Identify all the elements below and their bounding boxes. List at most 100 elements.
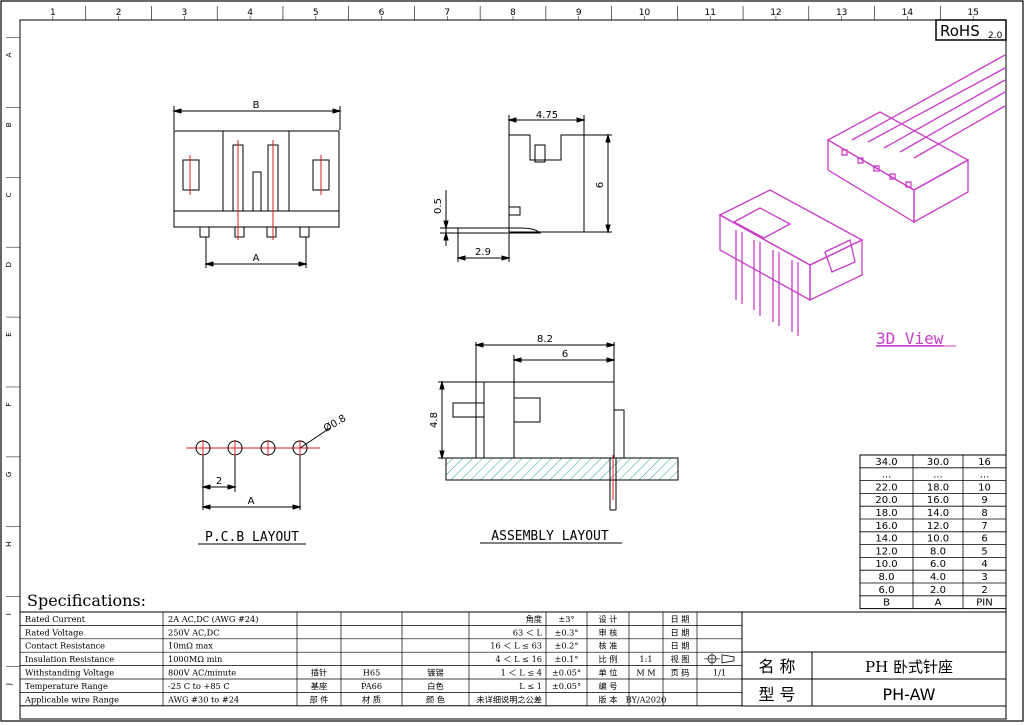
pin-table-cell: 16.0 bbox=[875, 521, 897, 532]
spec-cell: 250V AC,DC bbox=[168, 627, 219, 637]
grid-row-label: F bbox=[5, 402, 13, 406]
specs-title: Specifications: bbox=[27, 591, 146, 610]
pin-table-cell: 12.0 bbox=[927, 521, 949, 532]
pin-table-cell: 6 bbox=[981, 534, 987, 545]
view-3d-label: 3D View bbox=[876, 329, 944, 348]
rohs-text: RoHS bbox=[940, 22, 980, 40]
rohs-version: 2.0 bbox=[988, 31, 1003, 41]
grid-row-label: B bbox=[5, 122, 13, 127]
pin-table-cell: 14.0 bbox=[927, 508, 949, 519]
spec-cell: 白色 bbox=[427, 681, 443, 691]
grid-row-label: J bbox=[5, 683, 13, 686]
pin-table-cell: 10.0 bbox=[875, 559, 897, 570]
assembly-layout bbox=[438, 342, 679, 511]
pin-table-cell: 34.0 bbox=[875, 457, 897, 468]
grid-col-label: 14 bbox=[902, 8, 914, 18]
grid-col-label: 10 bbox=[639, 8, 651, 18]
spec-cell: 2A AC,DC (AWG #24) bbox=[168, 614, 258, 624]
pcb-hole-markers bbox=[202, 440, 301, 456]
spec-cell: 1:1 bbox=[639, 654, 652, 664]
assembly-dim-total: 8.2 bbox=[537, 334, 553, 345]
spec-cell: 设 计 bbox=[599, 614, 618, 624]
pin-table-cell: 2 bbox=[981, 585, 987, 596]
spec-cell: Applicable wire Range bbox=[24, 694, 119, 704]
grid-col-label: 11 bbox=[704, 8, 715, 18]
title-name-value: PH 卧式针座 bbox=[865, 658, 953, 676]
spec-cell: 核 准 bbox=[599, 641, 618, 651]
spec-cell: -25 C to +85 C bbox=[168, 681, 230, 691]
side-view bbox=[440, 115, 612, 262]
spec-cell: M M bbox=[636, 668, 655, 678]
spec-cell: L ≤ 1 bbox=[519, 681, 542, 691]
pin-table-cell: 14.0 bbox=[875, 534, 897, 545]
spec-cell: 材 质 bbox=[362, 694, 381, 704]
spec-cell: ±0.05° bbox=[552, 681, 581, 691]
pin-table-cell: PIN bbox=[976, 598, 992, 609]
title-model-label: 型 号 bbox=[758, 685, 795, 704]
pin-table-cell: 4.0 bbox=[930, 572, 946, 583]
pin-table-cell: 5 bbox=[981, 546, 987, 557]
title-model-value: PH-AW bbox=[883, 685, 936, 704]
spec-cell: 日 期 bbox=[671, 627, 690, 637]
pin-table-cell: ... bbox=[980, 470, 990, 481]
spec-cell: Contact Resistance bbox=[25, 641, 105, 651]
grid-row-label: E bbox=[5, 332, 13, 336]
spec-cell: Withstanding Voltage bbox=[25, 668, 114, 678]
grid-row-label: H bbox=[5, 542, 13, 547]
pin-table-cell: 9 bbox=[981, 495, 987, 506]
pin-table-cell: 8 bbox=[981, 508, 987, 519]
grid-col-label: 15 bbox=[967, 8, 978, 18]
spec-cell: 未详细说明之公差 bbox=[476, 694, 542, 704]
pcb-dim-hole: Ø0.8 bbox=[322, 412, 349, 434]
grid-row-label: C bbox=[5, 192, 13, 197]
spec-cell: 800V AC/minute bbox=[168, 668, 236, 678]
spec-cell: 角度 bbox=[526, 614, 542, 624]
grid-row-label: D bbox=[5, 262, 13, 267]
pin-table-cell: 10 bbox=[978, 482, 991, 493]
grid-col-label: 9 bbox=[576, 8, 582, 18]
pin-table-cell: 30.0 bbox=[927, 457, 949, 468]
pin-table-cell: ... bbox=[882, 470, 892, 481]
spec-cell: BY/A2020 bbox=[626, 694, 667, 704]
pcb-layout bbox=[186, 427, 331, 510]
pin-table-cell: 2.0 bbox=[930, 585, 946, 596]
spec-cell: 部 件 bbox=[310, 694, 329, 704]
spec-cell: 单 位 bbox=[599, 668, 618, 678]
assembly-dim-height: 4.8 bbox=[429, 412, 440, 428]
pin-table-cell: 7 bbox=[981, 521, 987, 532]
side-dim-left: 0.5 bbox=[433, 198, 444, 214]
pin-table-cell: 3 bbox=[981, 572, 987, 583]
view-3d bbox=[718, 54, 1006, 336]
front-view-pin-centerlines bbox=[189, 140, 322, 240]
title-block bbox=[741, 651, 1007, 707]
spec-cell: 日 期 bbox=[671, 641, 690, 651]
front-dim-a: A bbox=[253, 253, 260, 264]
side-dim-top: 4.75 bbox=[536, 110, 558, 121]
pin-table-cell: B bbox=[883, 598, 890, 609]
pin-table-cell: 20.0 bbox=[875, 495, 897, 506]
spec-cell: 1 ＜ L ≤ 4 bbox=[501, 668, 542, 678]
spec-cell: ±0.05° bbox=[552, 668, 581, 678]
spec-cell: 1/1 bbox=[713, 668, 726, 678]
pin-table-cell: A bbox=[935, 598, 942, 609]
spec-cell: ±3° bbox=[558, 614, 574, 624]
spec-cell: 10mΩ max bbox=[168, 641, 213, 651]
spec-cell: 1000MΩ min bbox=[168, 654, 223, 664]
grid-col-label: 4 bbox=[247, 8, 253, 18]
spec-cell: 63 ＜ L bbox=[513, 627, 543, 637]
grid-col-label: 7 bbox=[444, 8, 450, 18]
front-dim-b: B bbox=[253, 100, 260, 111]
spec-cell: 基座 bbox=[311, 681, 327, 691]
spec-cell: Insulation Resistance bbox=[25, 654, 114, 664]
spec-cell: 编 号 bbox=[599, 681, 618, 691]
spec-cell: 版 本 bbox=[599, 694, 618, 704]
pin-table-cell: 16.0 bbox=[927, 495, 949, 506]
pin-table-cell: 10.0 bbox=[927, 534, 949, 545]
spec-cell: H65 bbox=[363, 668, 381, 678]
spec-cell: 插针 bbox=[311, 668, 327, 678]
spec-cell: ±0.2° bbox=[555, 641, 579, 651]
